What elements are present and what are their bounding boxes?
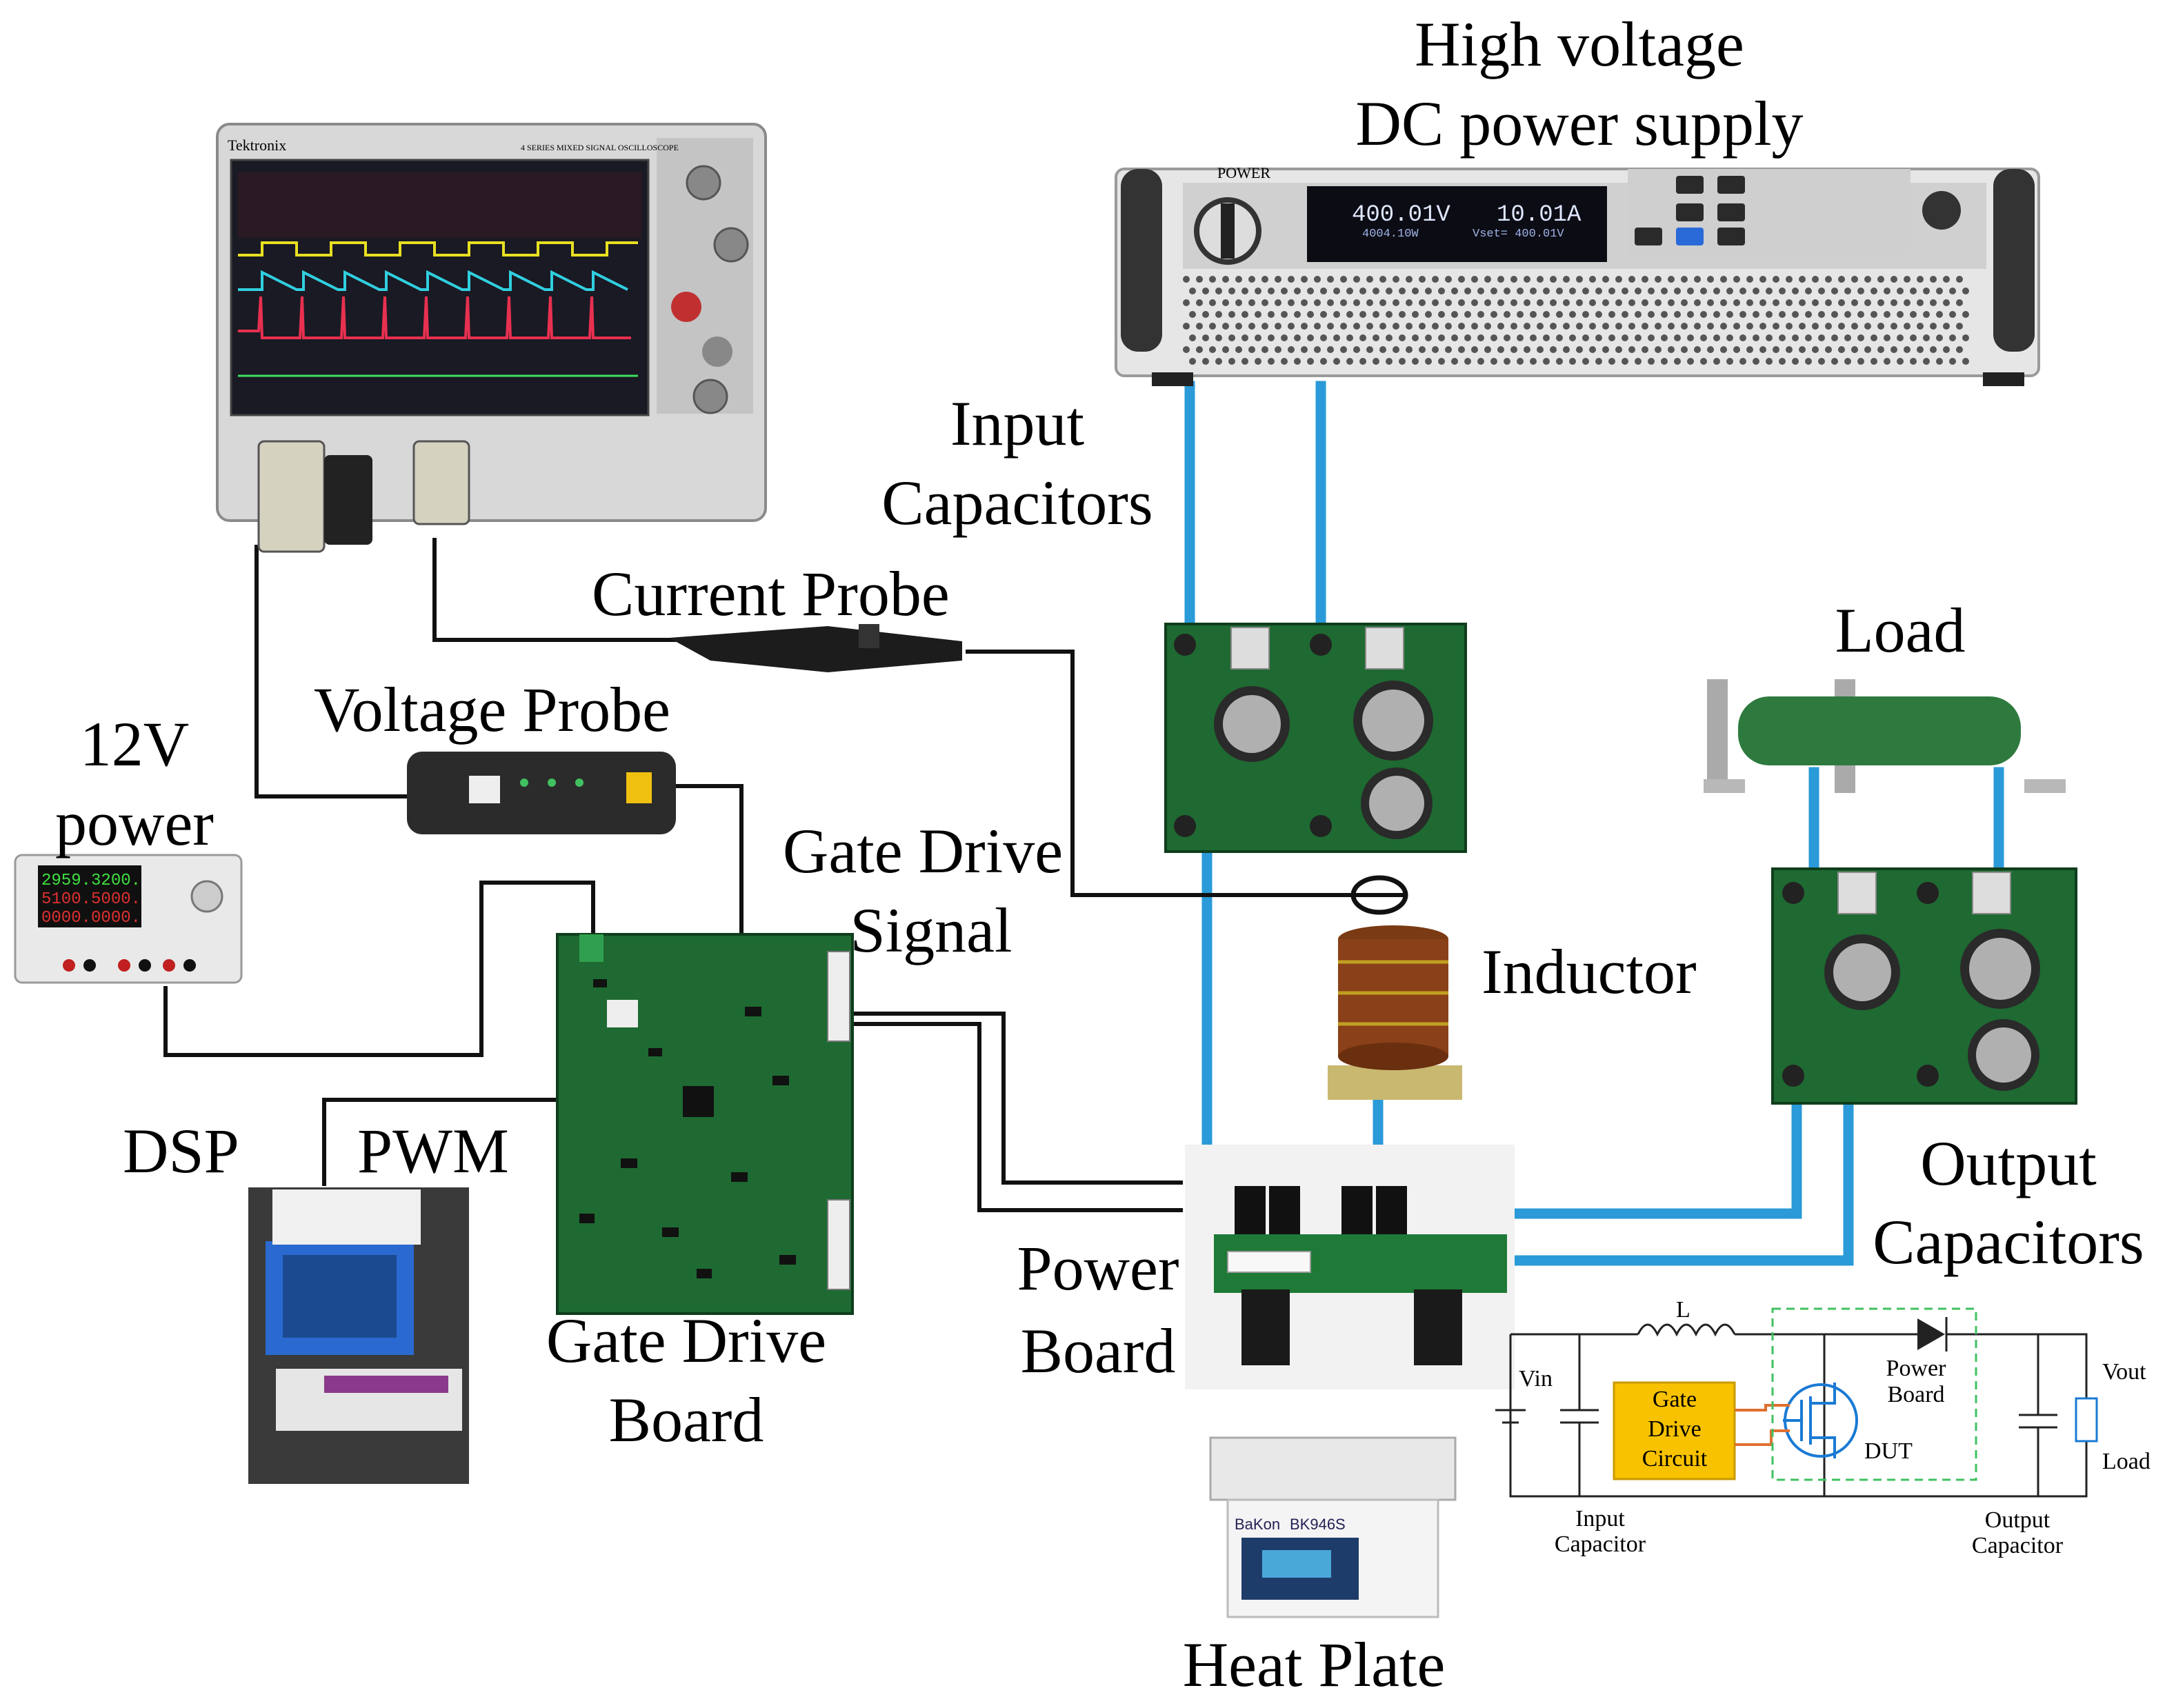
heat-plate-brand: BaKon xyxy=(1235,1516,1280,1533)
sch-output-cap-1: Output xyxy=(1985,1507,2051,1533)
sch-power-board-2: Board xyxy=(1887,1382,1944,1407)
hv-vent-grille xyxy=(1183,276,1969,365)
hv-power-readout: 4004.10W xyxy=(1362,228,1419,241)
hv-vset-readout: Vset= 400.01V xyxy=(1473,228,1564,241)
boost-schematic: L Vin Vout Load Gate Drive Circuit Power… xyxy=(1495,1297,2151,1558)
signal-wires xyxy=(163,538,1407,1212)
input-caps-label-1: Input xyxy=(950,388,1085,459)
sch-input-cap-2: Capacitor xyxy=(1555,1531,1646,1557)
heat-plate: BaKon BK946S xyxy=(1209,1436,1457,1618)
power-wires xyxy=(1184,381,2004,1266)
sch-vout: Vout xyxy=(2102,1359,2146,1385)
bench-power-12v: 2959.3200. 5100.5000. 0000.0000. xyxy=(14,854,243,984)
input-caps-label-2: Capacitors xyxy=(881,468,1153,538)
sch-vin: Vin xyxy=(1519,1366,1553,1391)
inductor xyxy=(1328,875,1462,1100)
gate-drive-board-label-2: Board xyxy=(609,1385,764,1455)
hv-power-label: POWER xyxy=(1217,164,1270,181)
hv-voltage-display: 400.01V xyxy=(1352,202,1450,228)
oscilloscope: Tektronix 4 SERIES MIXED SIGNAL OSCILLOS… xyxy=(216,123,767,553)
bench-row3: 0000.0000. xyxy=(41,909,141,927)
gate-drive-board-label-1: Gate Drive xyxy=(546,1305,826,1376)
scope-brand: Tektronix xyxy=(228,137,286,154)
power-board-label-2: Board xyxy=(1021,1316,1176,1386)
hv-dc-power-supply: POWER 400.01V 10.01A 4004.10W Vset= 400.… xyxy=(1115,164,2040,386)
labels: High voltage DC power supply Input Capac… xyxy=(55,9,2144,1700)
voltage-probe-label: Voltage Probe xyxy=(314,674,670,745)
gate-drive-board xyxy=(556,933,854,1315)
sch-load: Load xyxy=(2102,1449,2151,1474)
output-caps-label-2: Capacitors xyxy=(1873,1207,2144,1277)
scope-model: 4 SERIES MIXED SIGNAL OSCILLOSCOPE xyxy=(521,143,679,152)
load-label: Load xyxy=(1835,595,1965,665)
sch-output-cap-2: Capacitor xyxy=(1972,1533,2064,1558)
bench-row1: 2959.3200. xyxy=(41,872,141,890)
sch-gate-drive-2: Drive xyxy=(1648,1416,1701,1442)
power-board xyxy=(1185,1145,1515,1389)
voltage-probe xyxy=(407,752,676,834)
output-caps-label-1: Output xyxy=(1920,1128,2097,1198)
heat-plate-label: Heat Plate xyxy=(1183,1629,1446,1700)
sch-gate-drive-1: Gate xyxy=(1653,1387,1697,1412)
scope-waveforms xyxy=(238,241,638,377)
inductor-label: Inductor xyxy=(1481,936,1697,1007)
heat-plate-model: BK946S xyxy=(1290,1516,1346,1533)
sch-dut: DUT xyxy=(1864,1438,1913,1464)
input-capacitor-board xyxy=(1164,623,1467,853)
hv-supply-label-2: DC power supply xyxy=(1355,88,1803,159)
gate-drive-signal-label-1: Gate Drive xyxy=(783,816,1063,886)
load-resistor xyxy=(1704,679,2066,793)
power-12v-label-2: power xyxy=(55,788,214,858)
dsp-board xyxy=(248,1187,469,1484)
sch-input-cap-1: Input xyxy=(1575,1506,1625,1531)
bench-row2: 5100.5000. xyxy=(41,890,141,909)
hv-supply-label-1: High voltage xyxy=(1415,9,1744,79)
current-probe xyxy=(669,624,962,672)
power-board-label-1: Power xyxy=(1017,1233,1179,1303)
dsp-label: DSP xyxy=(123,1116,239,1186)
gate-drive-signal-label-2: Signal xyxy=(850,895,1012,965)
power-12v-label-1: 12V xyxy=(80,709,189,779)
sch-inductor-l: L xyxy=(1676,1297,1690,1323)
output-capacitor-board xyxy=(1771,867,2077,1105)
sch-power-board-1: Power xyxy=(1886,1356,1947,1381)
sch-gate-drive-3: Circuit xyxy=(1642,1446,1708,1471)
hv-current-display: 10.01A xyxy=(1497,202,1582,228)
pwm-label: PWM xyxy=(357,1116,509,1186)
current-probe-label: Current Probe xyxy=(592,559,950,629)
